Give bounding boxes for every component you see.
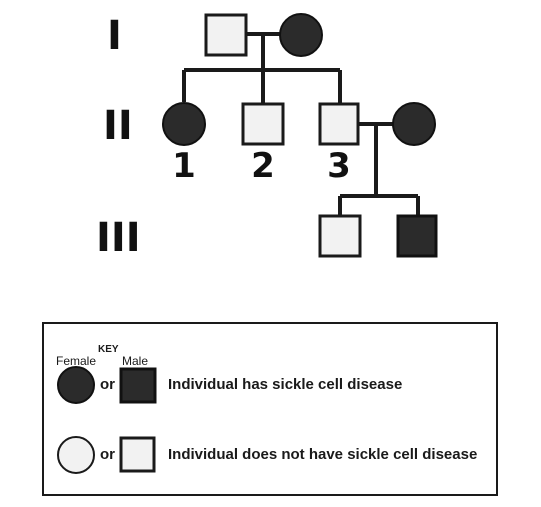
male-affected-iii-2 <box>396 214 438 258</box>
generation-label-iii: III <box>96 215 141 261</box>
female-affected-ii-1 <box>162 102 206 146</box>
key-unaffected-female-icon <box>57 436 95 474</box>
generation-label-i: I <box>107 13 122 59</box>
pedigree-chart <box>162 13 438 258</box>
key-affected-male-icon <box>119 367 157 404</box>
key-or-unaffected: or <box>100 446 115 463</box>
male-unaffected-iii-1 <box>318 214 362 258</box>
key-title: KEY <box>98 344 119 355</box>
male-unaffected-i-1 <box>204 13 248 57</box>
key-female-label: Female <box>56 354 97 368</box>
key-unaffected-description: Individual does not have sickle cell dis… <box>168 446 478 463</box>
male-unaffected-ii-2 <box>241 102 285 146</box>
individual-number-2: 2 <box>251 146 275 186</box>
male-unaffected-ii-3 <box>318 102 360 146</box>
female-affected-i-2 <box>279 13 323 57</box>
female-affected-ii-spouse <box>392 102 436 146</box>
key-box: KEY Female Male or Individual has sickle… <box>42 322 498 496</box>
pedigree-lines <box>182 32 420 216</box>
key-affected-symbols <box>57 366 157 474</box>
key-affected-description: Individual has sickle cell disease <box>168 376 403 393</box>
key-unaffected-male-icon <box>119 436 156 473</box>
key-male-label: Male <box>122 354 149 368</box>
individual-number-3: 3 <box>327 146 351 186</box>
generation-label-ii: II <box>103 103 133 149</box>
key-or-affected: or <box>100 376 115 393</box>
individual-number-1: 1 <box>172 146 196 186</box>
key-affected-female-icon <box>57 366 95 404</box>
